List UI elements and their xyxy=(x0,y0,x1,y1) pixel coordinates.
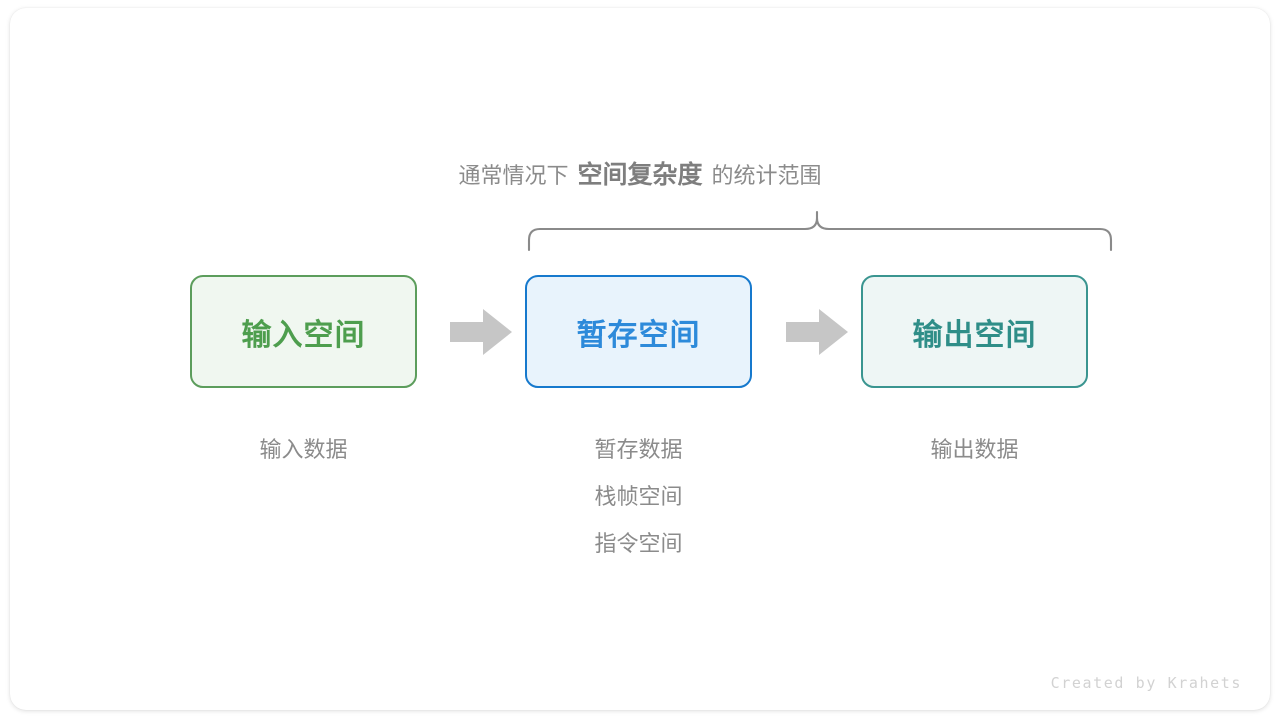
brace-caption: 通常情况下空间复杂度的统计范围 xyxy=(10,158,1270,193)
sublabel: 输出数据 xyxy=(930,437,1019,462)
box-input-space-label: 输入空间 xyxy=(241,318,366,352)
box-temp-space[interactable]: 暂存空间 xyxy=(525,275,752,388)
sublabels-temp-space: 暂存数据 栈帧空间 指令空间 xyxy=(525,426,752,567)
diagram-card: 通常情况下空间复杂度的统计范围 输入空间 暂存空间 输出空间 输入数据 暂存数据… xyxy=(10,8,1270,710)
sublabel: 栈帧空间 xyxy=(594,484,683,509)
credit-text: Created by Krahets xyxy=(1050,674,1242,692)
arrow-right-icon xyxy=(786,309,848,355)
sublabel: 指令空间 xyxy=(594,531,683,556)
sublabels-input-space: 输入数据 xyxy=(190,426,417,473)
box-output-space[interactable]: 输出空间 xyxy=(861,275,1088,388)
sublabel: 输入数据 xyxy=(259,437,348,462)
caption-suffix: 的统计范围 xyxy=(711,163,822,188)
box-input-space[interactable]: 输入空间 xyxy=(190,275,417,388)
caption-emphasis: 空间复杂度 xyxy=(577,161,703,189)
box-output-space-label: 输出空间 xyxy=(912,318,1037,352)
caption-prefix: 通常情况下 xyxy=(458,163,569,188)
curly-brace xyxy=(525,204,1115,260)
sublabels-output-space: 输出数据 xyxy=(861,426,1088,473)
sublabel: 暂存数据 xyxy=(594,437,683,462)
box-temp-space-label: 暂存空间 xyxy=(576,318,701,352)
arrow-right-icon xyxy=(450,309,512,355)
